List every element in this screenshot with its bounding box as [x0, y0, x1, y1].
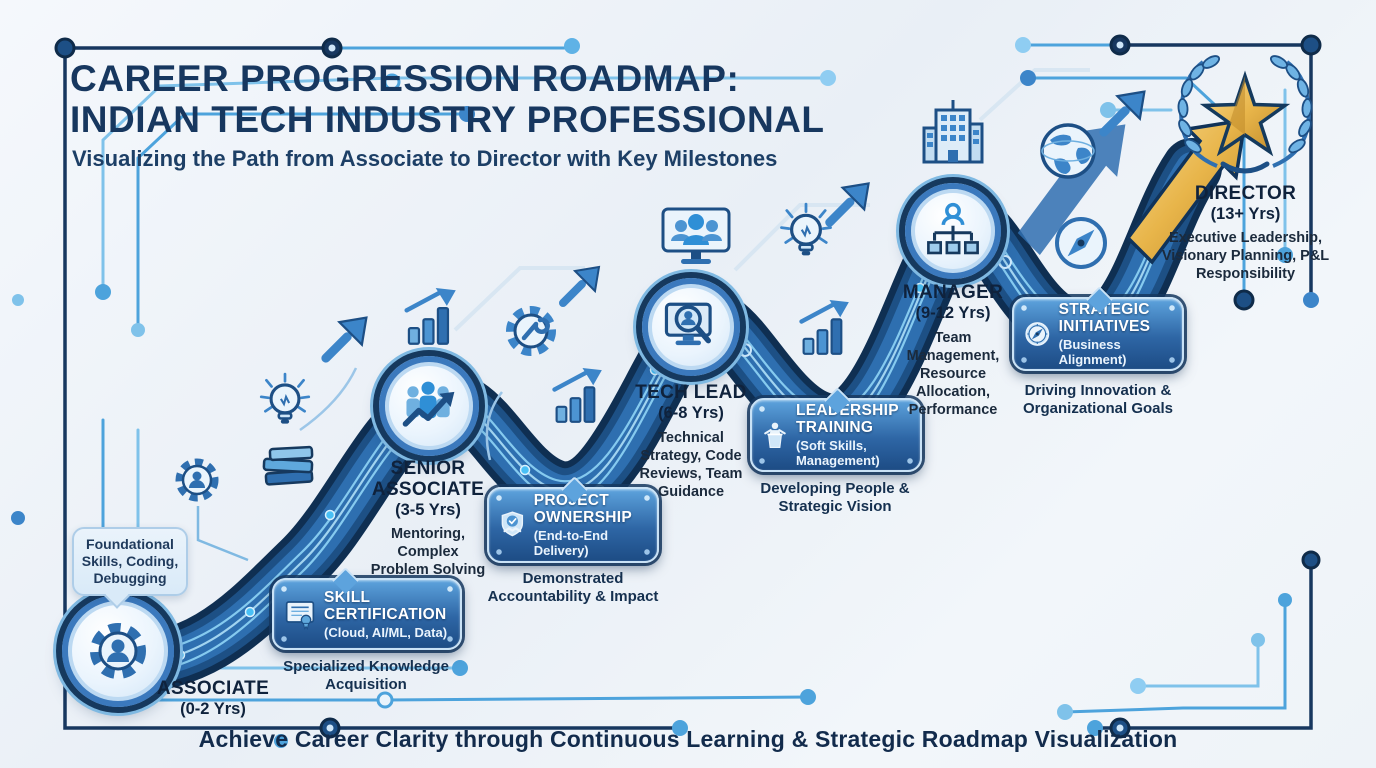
stage-label-senior-associate: SENIOR ASSOCIATE (3-5 Yrs) Mentoring, Co…: [347, 458, 509, 579]
stage-years: (13+ Yrs): [1210, 205, 1281, 223]
building-icon: [922, 100, 984, 164]
growth-arrow-icon: [326, 318, 367, 359]
stage-name: DIRECTOR: [1194, 183, 1297, 204]
stage-name: MANAGER: [902, 282, 1004, 303]
team-monitor-icon: [661, 207, 731, 264]
milestone-title: LEADERSHIP TRAINING: [795, 402, 899, 436]
code-review-magnifier-icon: [664, 302, 712, 346]
lightbulb-icon: [779, 202, 833, 257]
milestone-subtitle: (Soft Skills, Management): [795, 438, 880, 468]
compass-icon: [1025, 322, 1050, 346]
lightbulb-icon: [259, 372, 311, 426]
stage-label-tech-lead: TECH LEAD (6-8 Yrs) Technical Strategy, …: [612, 382, 770, 501]
title-line2: INDIAN TECH INDUSTRY PROFESSIONAL: [70, 99, 825, 140]
milestone-badge-strategic-initiatives: STRATEGIC INITIATIVES (Business Alignmen…: [1012, 286, 1184, 371]
stage-node-manager: [905, 183, 1001, 279]
gear-person-icon: [90, 623, 146, 679]
stage-years: (3-5 Yrs): [395, 501, 461, 519]
stage-label-manager: MANAGER (9-12 Yrs) Team Management, Reso…: [872, 282, 1034, 419]
milestone-caption: Demonstrated Accountability & Impact: [487, 570, 659, 605]
director-star-laurel-icon: [1177, 55, 1313, 174]
stage-years: (9-12 Yrs): [915, 304, 991, 322]
page-subtitle: Visualizing the Path from Associate to D…: [72, 146, 778, 171]
milestone-title: STRATEGIC INITIATIVES: [1058, 301, 1151, 335]
podium-speaker-icon: [764, 422, 786, 448]
milestone-caption: Specialized Knowledge Acquisition: [283, 658, 449, 693]
books-icon: [262, 445, 314, 486]
footer-tagline: Achieve Career Clarity through Continuou…: [198, 726, 1178, 752]
bar-chart-icon: [801, 300, 848, 354]
stage-label-director: DIRECTOR (13+ Yrs) Executive Leadership,…: [1158, 183, 1333, 283]
stage-node-senior-associate: [379, 356, 479, 456]
milestone-subtitle: (End-to-End Delivery): [533, 528, 609, 558]
connector-line: [299, 367, 358, 432]
page-title: CAREER PROGRESSION ROADMAP: INDIAN TECH …: [70, 58, 825, 140]
stage-name: TECH LEAD: [635, 382, 747, 403]
shield-handshake-icon: [501, 511, 524, 537]
connector-line: [196, 506, 249, 562]
stage-node-tech-lead: [642, 278, 740, 376]
stage-description: Team Management, Resource Allocation, Pe…: [906, 330, 1000, 418]
gear-wrench-icon: [506, 306, 556, 356]
globe-icon: [1040, 123, 1096, 179]
title-line1: CAREER PROGRESSION ROADMAP:: [70, 58, 740, 99]
milestone-badge-skill-certification: SKILL CERTIFICATION (Cloud, AI/ML, Data): [272, 567, 462, 650]
stage-description: Mentoring, Complex Problem Solving: [370, 526, 486, 578]
stage-description: Technical Strategy, Code Reviews, Team G…: [639, 430, 743, 500]
stage-node-associate: [62, 595, 174, 707]
stage-description: Executive Leadership, Visionary Planning…: [1161, 230, 1330, 282]
certificate-icon: [285, 601, 315, 630]
milestone-caption: Developing People & Strategic Vision: [760, 480, 910, 515]
milestone-subtitle: (Cloud, AI/ML, Data): [324, 624, 448, 640]
team-growth-icon: [402, 381, 455, 427]
growth-arrow-icon: [563, 267, 599, 303]
compass-deco-icon: [1055, 217, 1107, 269]
stage-name: SENIOR ASSOCIATE: [371, 458, 485, 500]
stage-label-associate: ASSOCIATE (0-2 Yrs): [128, 678, 298, 719]
stage-years: (6-8 Yrs): [658, 404, 724, 422]
milestone-badge-leadership-training: LEADERSHIP TRAINING (Soft Skills, Manage…: [750, 387, 922, 472]
gear-person-small-icon: [175, 458, 219, 502]
associate-callout-bubble: Foundational Skills, Coding, Debugging: [72, 527, 188, 596]
stage-name: ASSOCIATE: [156, 678, 270, 699]
stage-years: (0-2 Yrs): [180, 700, 246, 718]
success-arrow: [1017, 117, 1248, 265]
connector-line: [485, 391, 503, 461]
milestone-subtitle: (Business Alignment): [1058, 337, 1127, 367]
org-chart-icon: [927, 202, 979, 255]
milestone-caption: Driving Innovation & Organizational Goal…: [1022, 382, 1174, 417]
bar-chart-icon: [407, 288, 456, 344]
growth-arrow-icon: [830, 183, 869, 222]
bar-chart-icon: [554, 368, 601, 422]
milestone-badge-project-ownership: PROJECT OWNERSHIP (End-to-End Delivery): [487, 476, 659, 563]
milestone-title: SKILL CERTIFICATION: [324, 588, 447, 623]
